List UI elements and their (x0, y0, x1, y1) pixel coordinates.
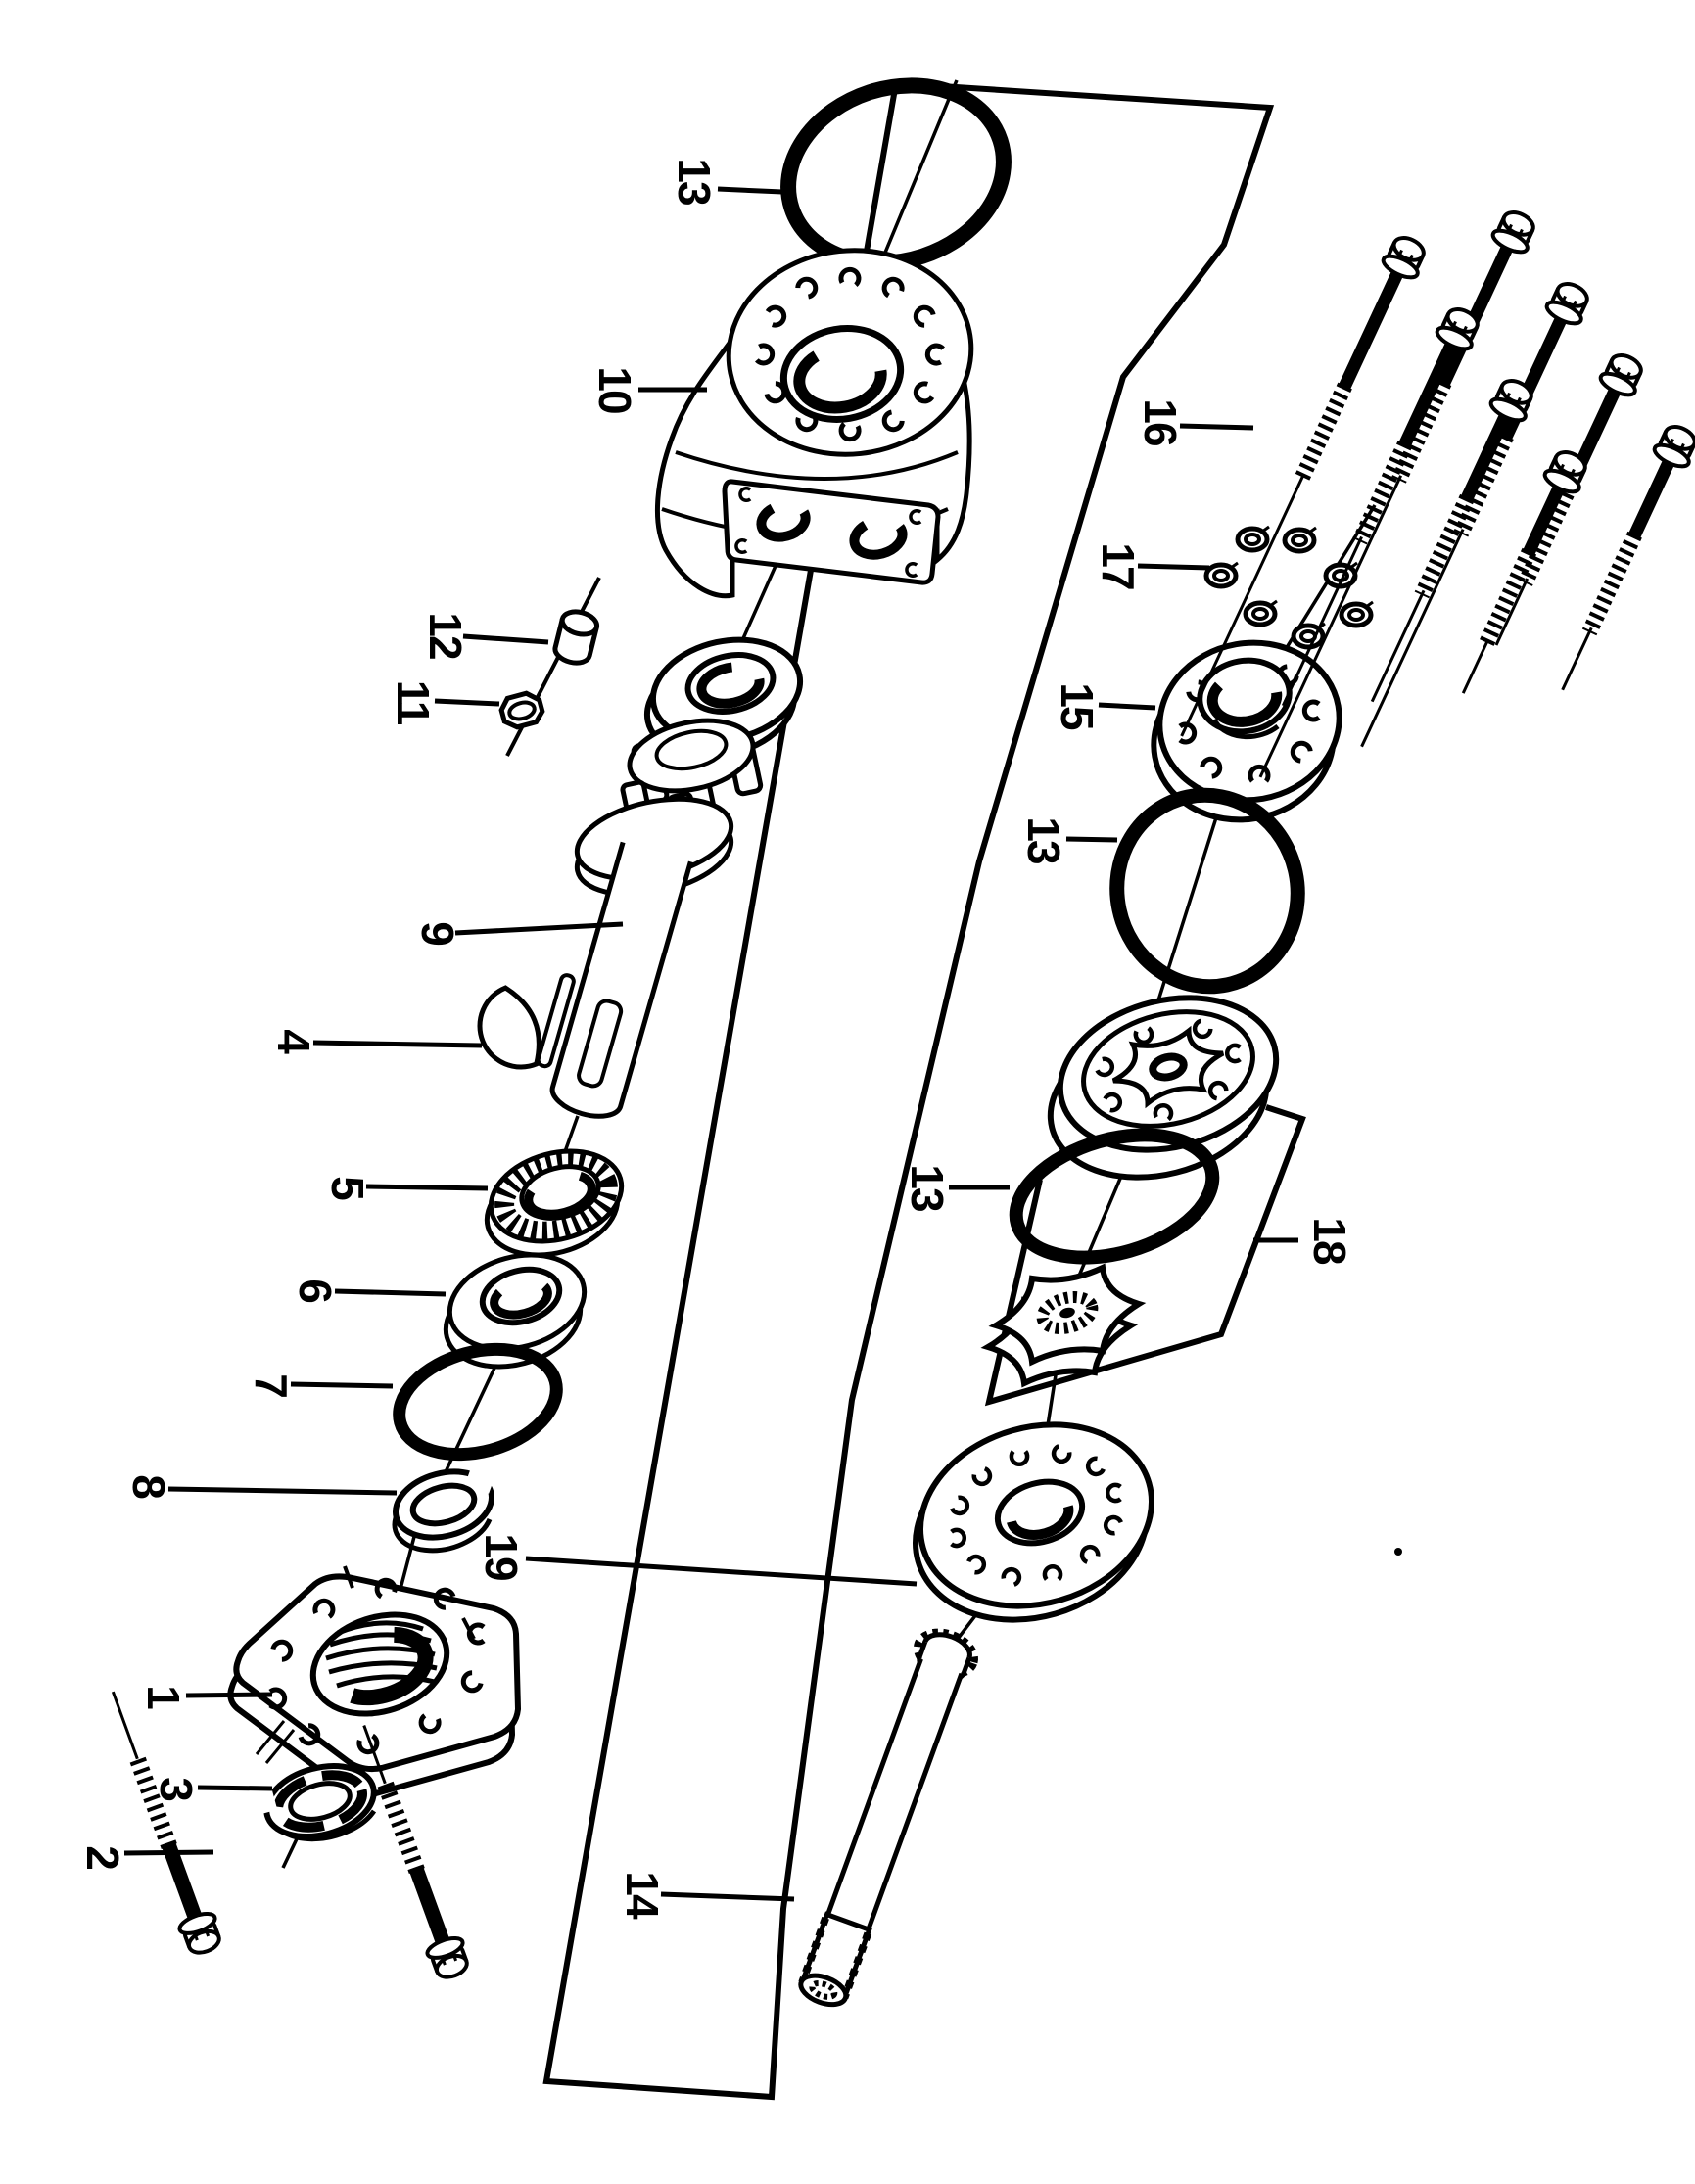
callout-3: 3 (151, 1777, 202, 1800)
callout-19: 19 (476, 1533, 527, 1580)
print-dot (1394, 1548, 1402, 1556)
callout-4: 4 (268, 1029, 319, 1054)
part-13-oring-upper (1109, 787, 1305, 995)
callout-7: 7 (246, 1373, 297, 1397)
callout-17: 17 (1093, 542, 1144, 589)
callout-18: 18 (1304, 1217, 1355, 1265)
part-1-flange (227, 1565, 522, 1798)
callout-6: 6 (290, 1278, 341, 1302)
part-3-ring (249, 1763, 377, 1842)
boundary-parallelogram (542, 79, 1275, 2101)
part-4-key (477, 985, 541, 1070)
part-9-shaft-coupling (536, 718, 764, 1119)
callout-14: 14 (617, 1871, 668, 1920)
part-14-drive-shaft (798, 1628, 979, 2008)
part-8-seal (392, 1463, 497, 1554)
callout-10: 10 (589, 366, 640, 413)
callout-5: 5 (322, 1176, 373, 1200)
part-2-bolts (111, 1691, 475, 1984)
callout-12: 12 (420, 612, 471, 659)
callout-16: 16 (1135, 398, 1186, 445)
callout-13-lower: 13 (902, 1164, 953, 1211)
callout-9: 9 (412, 921, 463, 945)
callout-labels: 13 10 12 11 9 4 5 6 7 8 1 3 2 16 17 15 1… (77, 158, 1355, 1920)
part-19-distributor-plate (913, 1421, 1154, 1623)
leader-lines (123, 186, 1298, 1902)
part-13-oring-lower (1009, 1128, 1220, 1265)
callout-1: 1 (138, 1685, 189, 1709)
part-6-bushing (443, 1252, 588, 1370)
callout-13-upper: 13 (1018, 816, 1069, 863)
callout-13-top: 13 (669, 158, 720, 205)
part-18-star-coupling (980, 1263, 1147, 1388)
callout-11: 11 (388, 680, 439, 725)
part-12-plug (552, 609, 600, 666)
part-10-housing (655, 248, 974, 599)
callout-15: 15 (1052, 682, 1103, 730)
part-7-oring (393, 1342, 563, 1462)
callout-2: 2 (77, 1845, 128, 1869)
part-13-oring-top (780, 77, 1012, 271)
part-5-needle-bearing (484, 1148, 625, 1258)
part-18-gerotor (1047, 995, 1280, 1181)
part-11-nut (498, 690, 545, 730)
part-16-bolts (1180, 205, 1695, 778)
callout-8: 8 (123, 1474, 174, 1499)
